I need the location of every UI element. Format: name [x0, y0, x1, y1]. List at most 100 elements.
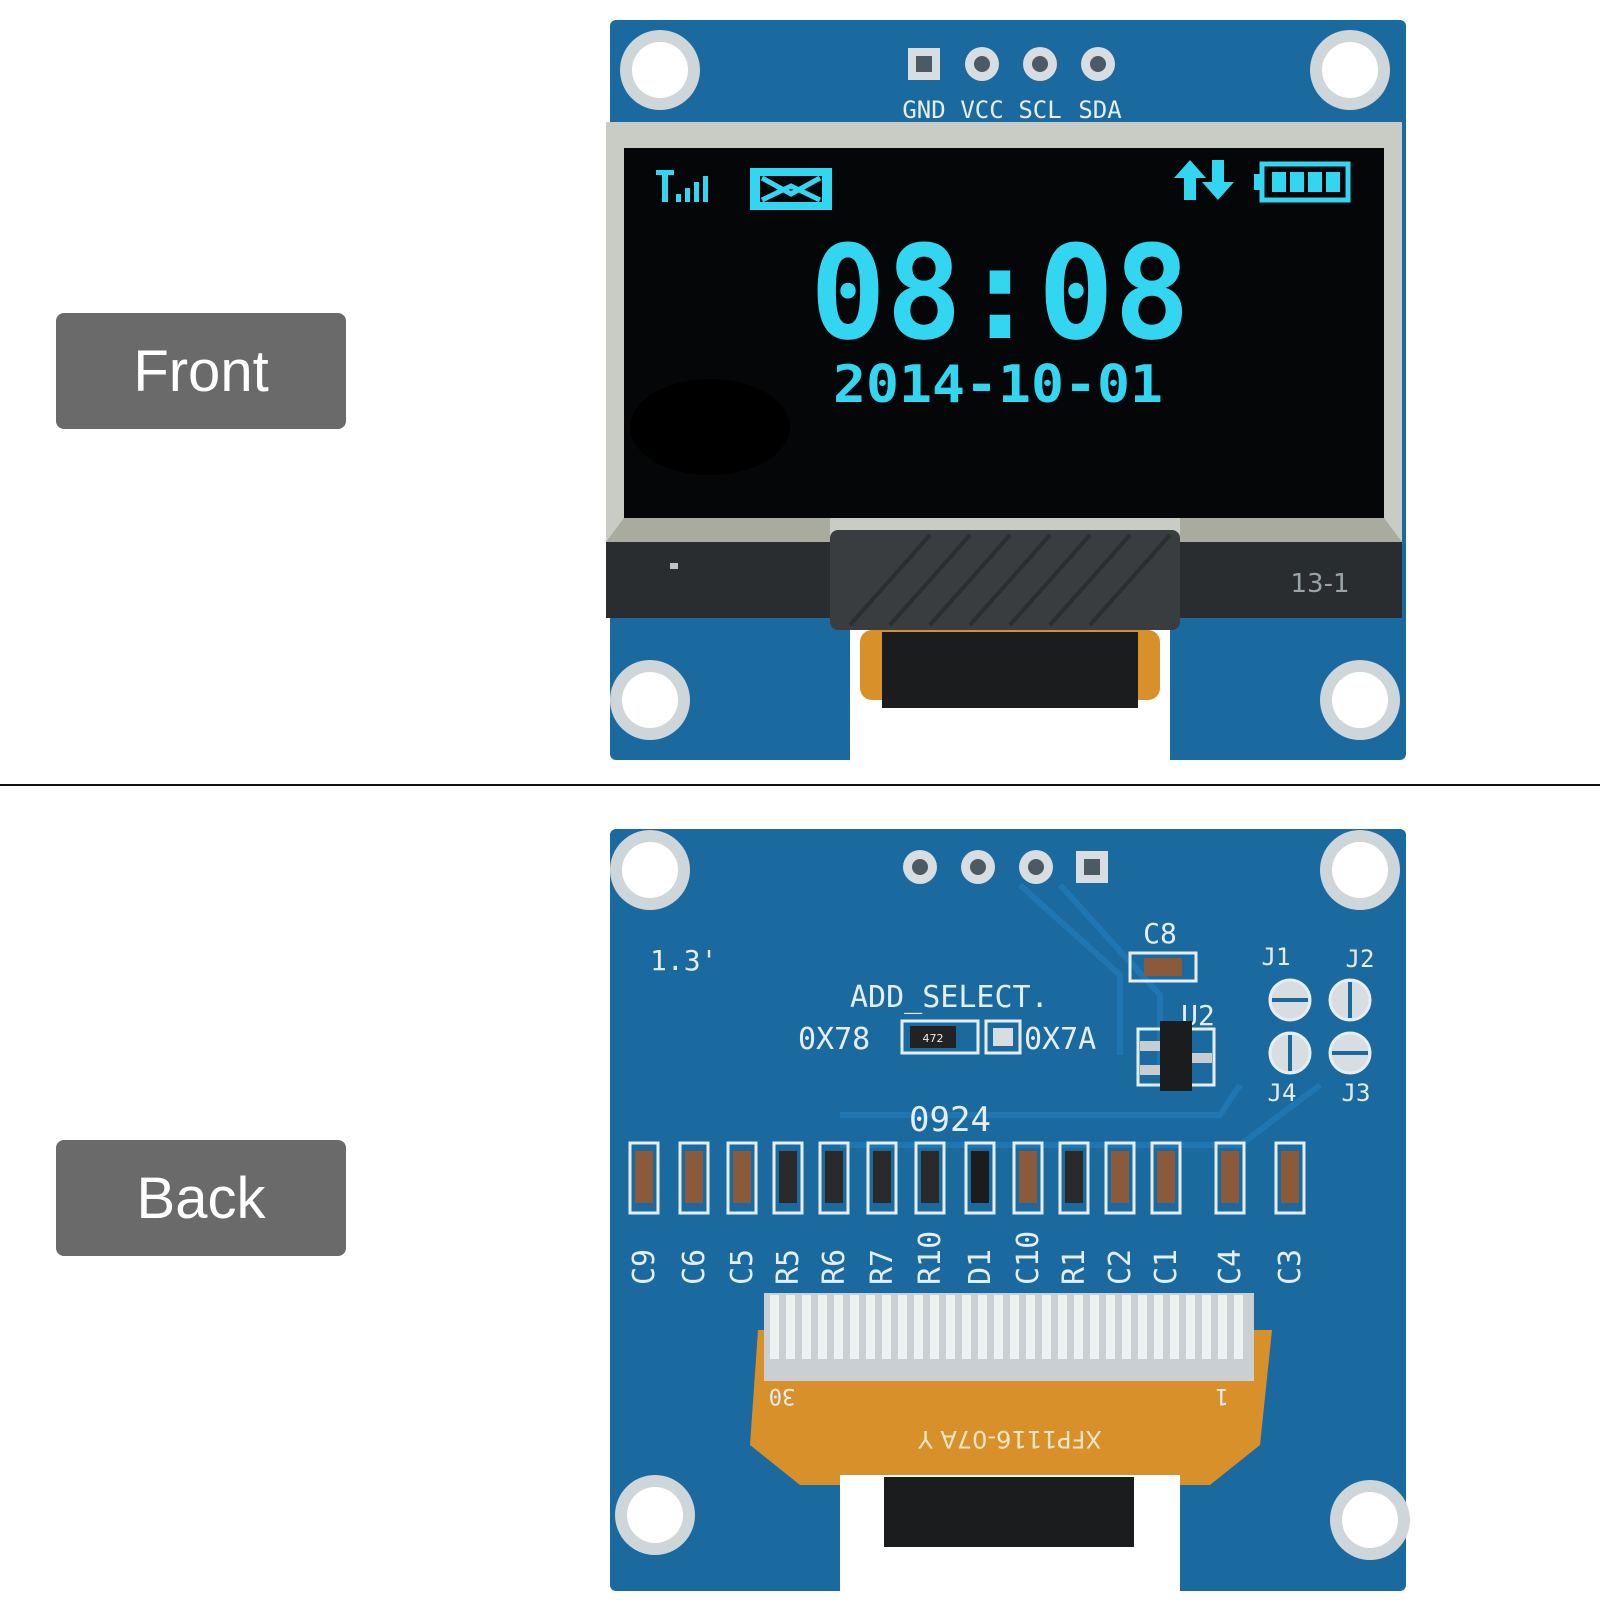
component-r6: R6: [817, 1141, 852, 1285]
mail-icon: [750, 168, 832, 210]
glass-marker: [670, 563, 678, 569]
u2-regulator: [1136, 1021, 1216, 1091]
back-mount-hole-tl: [610, 830, 690, 910]
front-label: Front: [56, 313, 346, 429]
component-c6: C6: [677, 1141, 712, 1285]
component-r5: R5: [771, 1141, 806, 1285]
j3-label: J3: [1342, 1079, 1371, 1107]
component-d1: D1: [963, 1141, 998, 1285]
addr-option-78: 0X78: [798, 1022, 870, 1057]
component-label-c6: C6: [677, 1249, 712, 1285]
front-mount-hole-tl: [620, 30, 700, 110]
pin-label-sda: SDA: [1078, 96, 1122, 124]
flex-finger: [770, 1295, 779, 1359]
component-label-c10: C10: [1011, 1231, 1046, 1285]
back-traces: [840, 882, 1322, 1148]
flex-finger: [818, 1295, 827, 1359]
component-c3: C3: [1273, 1141, 1308, 1285]
back-board-image: 1.3' C8 ADD_SELECT. 0X78 0X7A 472 U2 J1 …: [610, 829, 1410, 1595]
size-label: 1.3': [650, 944, 717, 977]
flex-finger: [1154, 1295, 1163, 1359]
flex-finger: [1042, 1295, 1051, 1359]
flex-finger: [1074, 1295, 1083, 1359]
component-label-c2: C2: [1103, 1249, 1138, 1285]
component-label-r10: R10: [913, 1231, 948, 1285]
driver-ic-texture: [848, 533, 1172, 627]
transfer-arrows-icon: [1174, 160, 1234, 200]
flex-pin-30: 30: [769, 1383, 796, 1408]
header-pins: [908, 47, 1115, 81]
component-c4: C4: [1213, 1141, 1248, 1285]
flex-finger: [1186, 1295, 1195, 1359]
flex-finger: [994, 1295, 1003, 1359]
pin-label-gnd: GND: [902, 96, 945, 124]
component-label-r5: R5: [771, 1249, 806, 1285]
front-mount-hole-br: [1320, 660, 1400, 740]
battery-icon: [1254, 161, 1351, 203]
back-header-pins: [903, 850, 1108, 884]
pin-label-scl: SCL: [1018, 96, 1061, 124]
back-flex-cover: [884, 1477, 1134, 1547]
component-c2: C2: [1103, 1141, 1138, 1285]
flex-finger: [1010, 1295, 1019, 1359]
flex-finger: [978, 1295, 987, 1359]
component-label-r1: R1: [1057, 1249, 1092, 1285]
component-label-r7: R7: [865, 1249, 900, 1285]
flex-finger: [898, 1295, 907, 1359]
pin-label-vcc: VCC: [960, 96, 1003, 124]
component-c1: C1: [1149, 1141, 1184, 1285]
component-label-c3: C3: [1273, 1249, 1308, 1285]
flex-finger: [946, 1295, 955, 1359]
back-mount-hole-bl: [615, 1475, 695, 1555]
flex-finger: [1090, 1295, 1099, 1359]
j1-label: J1: [1262, 943, 1291, 971]
component-label-r6: R6: [817, 1249, 852, 1285]
j4-label: J4: [1268, 1079, 1297, 1107]
flex-finger: [1138, 1295, 1147, 1359]
panel-code: 13-1: [1290, 569, 1349, 599]
component-label-c9: C9: [627, 1249, 662, 1285]
component-c5: C5: [725, 1141, 760, 1285]
flex-fingers: [770, 1295, 1243, 1359]
divider: [0, 784, 1600, 786]
addr-option-7a: 0X7A: [1024, 1022, 1096, 1057]
batch-code: 0924: [909, 1100, 991, 1140]
flex-finger: [834, 1295, 843, 1359]
flex-finger: [1202, 1295, 1211, 1359]
flex-finger: [1218, 1295, 1227, 1359]
addr-select-title: ADD_SELECT.: [850, 980, 1049, 1015]
flex-finger: [930, 1295, 939, 1359]
signal-icon: [656, 170, 708, 202]
c8-capacitor: [1128, 951, 1198, 983]
flex-code: XFP1116-07A Y: [918, 1425, 1102, 1453]
screen-dark-spot: [630, 379, 790, 475]
flex-finger: [1106, 1295, 1115, 1359]
component-c10: C10: [1011, 1141, 1046, 1285]
addr-select-pads: [900, 1019, 1022, 1055]
addr-resistor-marking: 472: [923, 1032, 944, 1045]
flex-finger: [1122, 1295, 1131, 1359]
j2-label: J2: [1346, 945, 1375, 973]
front-flex-cover: [882, 632, 1138, 708]
back-mount-hole-tr: [1320, 830, 1400, 910]
component-label-c5: C5: [725, 1249, 760, 1285]
back-label: Back: [56, 1140, 346, 1256]
flex-finger: [1026, 1295, 1035, 1359]
flex-finger: [1058, 1295, 1067, 1359]
component-c9: C9: [627, 1141, 662, 1285]
flex-finger: [1170, 1295, 1179, 1359]
flex-finger: [914, 1295, 923, 1359]
screen-time: 08:08: [810, 217, 1190, 369]
flex-finger: [962, 1295, 971, 1359]
driver-ic-cover: [830, 530, 1180, 630]
flex-finger: [786, 1295, 795, 1359]
component-r10: R10: [913, 1141, 948, 1285]
flex-finger: [1234, 1295, 1243, 1359]
flex-finger: [882, 1295, 891, 1359]
screen-date: 2014-10-01: [833, 355, 1163, 415]
front-board-image: GND VCC SCL SDA 08:08 2014-10-01 13-1: [606, 20, 1406, 762]
flex-finger: [866, 1295, 875, 1359]
front-mount-hole-bl: [610, 660, 690, 740]
component-r1: R1: [1057, 1141, 1092, 1285]
